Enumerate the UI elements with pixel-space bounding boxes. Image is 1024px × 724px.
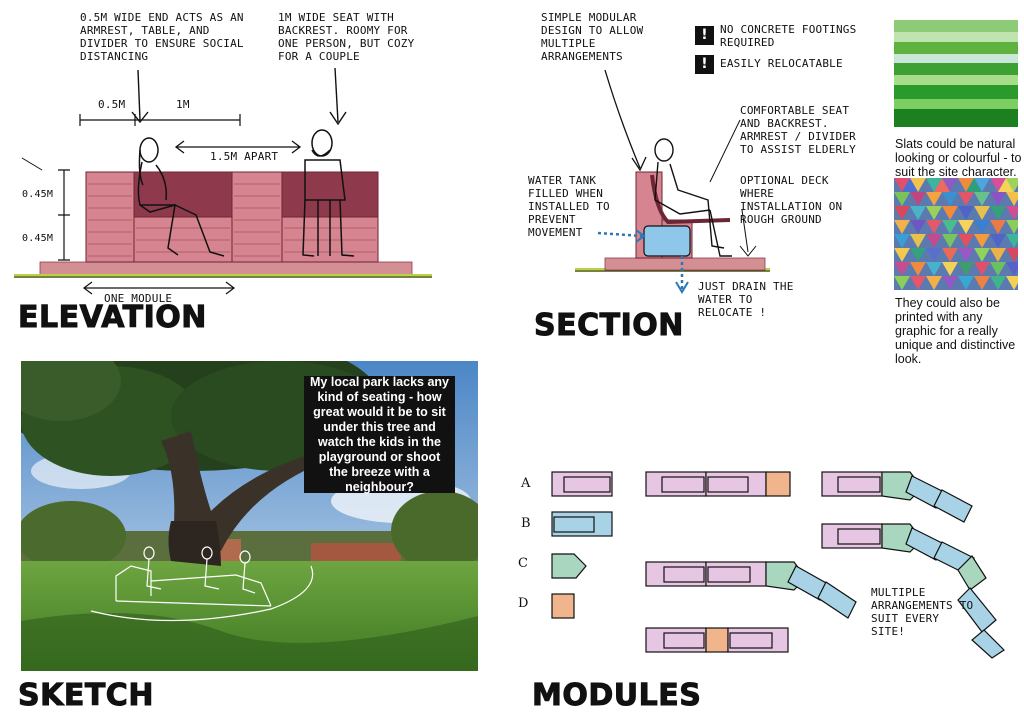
dim-height-bottom: 0.45M bbox=[22, 233, 54, 244]
slat-colour-swatch bbox=[894, 20, 1018, 127]
sketch-heading: SKETCH bbox=[18, 678, 154, 714]
note-modular: SIMPLE MODULAR DESIGN TO ALLOW MULTIPLE … bbox=[541, 11, 644, 63]
note-water-tank: WATER TANK FILLED WHEN INSTALLED TO PREV… bbox=[528, 174, 610, 239]
sketch-callout: My local park lacks any kind of seating … bbox=[304, 375, 455, 494]
note-end-armrest: 0.5M WIDE END ACTS AS AN ARMREST, TABLE,… bbox=[80, 11, 244, 63]
module-label-b: B bbox=[521, 516, 531, 531]
modules-heading: MODULES bbox=[531, 678, 702, 714]
note-comfortable: COMFORTABLE SEAT AND BACKREST. ARMREST /… bbox=[740, 104, 856, 156]
printed-graphic-swatch bbox=[894, 178, 1018, 290]
flag-no-footings: NO CONCRETE FOOTINGS REQUIRED bbox=[720, 23, 857, 49]
elevation-heading: ELEVATION bbox=[18, 300, 207, 336]
dim-one-meter: 1M bbox=[176, 98, 190, 111]
dim-half-meter: 0.5M bbox=[98, 98, 126, 111]
park-photo: My local park lacks any kind of seating … bbox=[21, 361, 478, 671]
dim-one-module: ONE MODULE bbox=[104, 292, 173, 305]
note-drain: JUST DRAIN THE WATER TO RELOCATE ! bbox=[698, 280, 794, 319]
module-arrangements bbox=[551, 471, 1005, 659]
flag-relocatable: EASILY RELOCATABLE bbox=[720, 57, 843, 70]
dim-apart: 1.5M APART bbox=[210, 150, 279, 163]
warning-icon: ! bbox=[695, 26, 714, 45]
warning-icon: ! bbox=[695, 55, 714, 74]
module-label-d: D bbox=[518, 596, 529, 611]
note-seat-backrest: 1M WIDE SEAT WITH BACKREST. ROOMY FOR ON… bbox=[278, 11, 415, 63]
module-label-c: C bbox=[518, 556, 528, 571]
elevation-drawing bbox=[14, 67, 432, 295]
modules-note: MULTIPLE ARRANGEMENTS TO SUIT EVERY SITE… bbox=[871, 586, 974, 638]
note-optional-deck: OPTIONAL DECK WHERE INSTALLATION ON ROUG… bbox=[740, 174, 843, 226]
module-label-a: A bbox=[521, 476, 531, 491]
dim-height-top: 0.45M bbox=[22, 189, 54, 200]
slats-caption: Slats could be natural looking or colour… bbox=[895, 137, 1022, 179]
section-drawing bbox=[575, 69, 770, 294]
print-caption: They could also be printed with any grap… bbox=[895, 296, 1016, 366]
section-heading: SECTION bbox=[534, 308, 684, 344]
